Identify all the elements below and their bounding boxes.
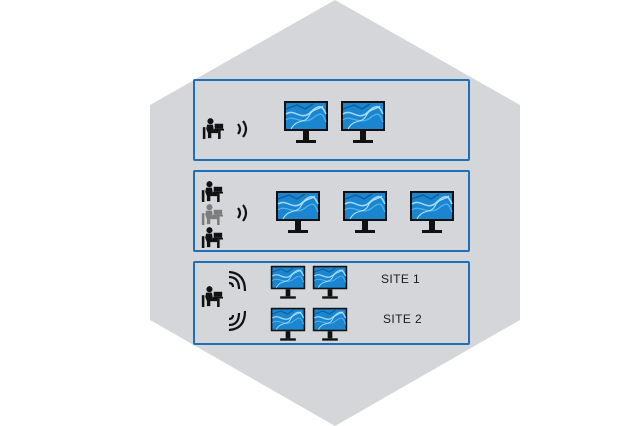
monitor-icon <box>283 100 329 146</box>
person-at-desk-icon <box>201 203 223 225</box>
wireless-signal-icon <box>237 204 248 222</box>
wireless-signal-icon <box>228 271 247 292</box>
person-at-desk-icon <box>201 180 223 202</box>
panel-single-user-two-displays <box>193 79 470 161</box>
wireless-signal-icon <box>237 120 248 138</box>
wireless-signal-icon <box>228 310 247 331</box>
monitor-icon <box>409 190 455 236</box>
monitor-icon <box>342 190 388 236</box>
panel-multi-user-three-displays <box>193 170 470 252</box>
monitor-icon <box>312 307 348 343</box>
monitor-icon <box>270 265 306 301</box>
person-at-desk-icon <box>201 226 223 248</box>
person-at-desk-icon <box>201 285 223 307</box>
site-2-label: SITE 2 <box>383 312 423 326</box>
monitor-icon <box>340 100 386 146</box>
panel-two-sites: SITE 1 SITE 2 <box>193 261 470 345</box>
monitor-icon <box>270 307 306 343</box>
site-1-label: SITE 1 <box>381 272 421 286</box>
person-at-desk-icon <box>202 117 224 139</box>
monitor-icon <box>312 265 348 301</box>
monitor-icon <box>275 190 321 236</box>
